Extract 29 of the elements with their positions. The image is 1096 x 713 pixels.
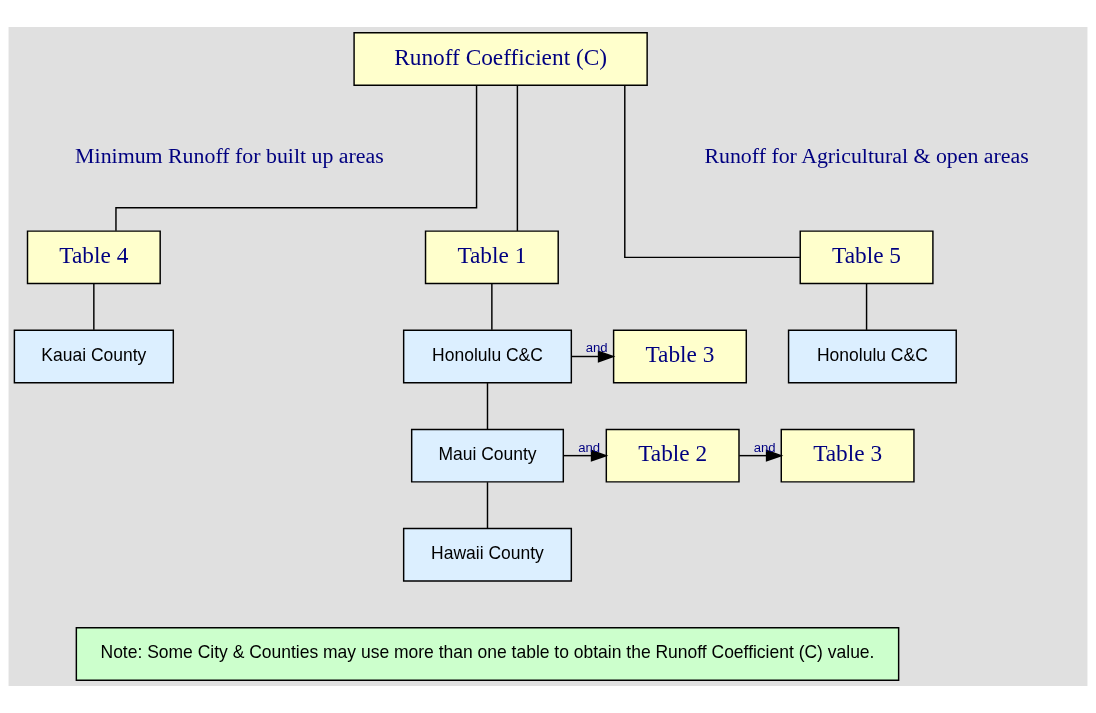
node-box: Runoff Coefficient (C) bbox=[353, 32, 648, 87]
connector bbox=[624, 84, 801, 259]
connector bbox=[865, 283, 868, 331]
edge-label: and bbox=[578, 439, 601, 455]
node-box: Table 1 bbox=[424, 230, 559, 285]
node-box: Table 5 bbox=[799, 230, 934, 285]
arrow bbox=[570, 350, 616, 363]
edge-label: and bbox=[753, 439, 776, 455]
connector bbox=[115, 84, 478, 232]
node-box: Honolulu C&C bbox=[787, 329, 957, 384]
node-box: Honolulu C&C bbox=[402, 329, 573, 384]
connector bbox=[516, 84, 519, 232]
node-box: Table 4 bbox=[26, 230, 161, 285]
edge-label: and bbox=[585, 340, 608, 356]
node-box: Note: Some City & Counties may use more than one table to obtain the Runoff Coefficient (C) value. bbox=[75, 626, 900, 681]
connector bbox=[491, 283, 493, 331]
arrow bbox=[738, 449, 784, 462]
node-box: Table 2 bbox=[605, 428, 740, 483]
connector bbox=[93, 283, 95, 331]
arrow bbox=[562, 449, 609, 462]
node-box: Maui County bbox=[410, 428, 565, 483]
node-box: Table 3 bbox=[780, 428, 915, 483]
connector bbox=[486, 481, 489, 529]
connector bbox=[486, 382, 489, 430]
label: Minimum Runoff for built up areas bbox=[75, 144, 384, 169]
node-box: Table 3 bbox=[612, 329, 747, 384]
label: Runoff for Agricultural & open areas bbox=[704, 144, 1029, 169]
node-box: Hawaii County bbox=[402, 527, 573, 582]
node-box: Kauai County bbox=[13, 329, 175, 384]
